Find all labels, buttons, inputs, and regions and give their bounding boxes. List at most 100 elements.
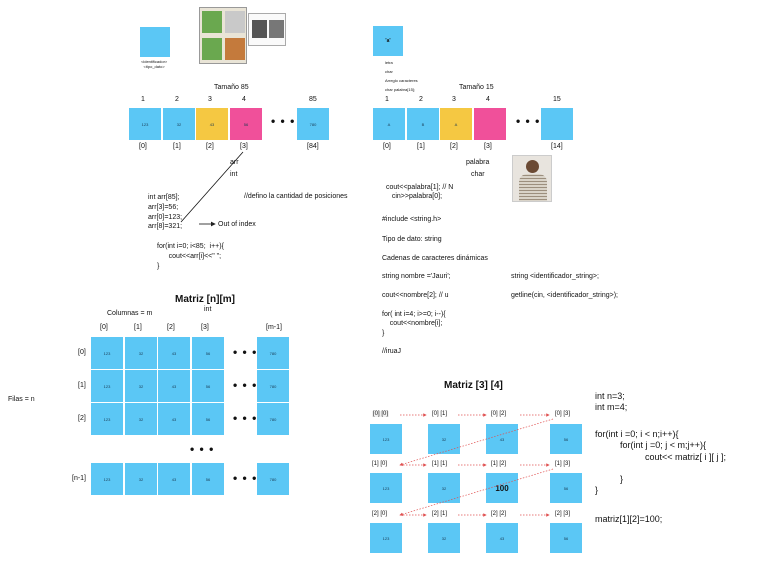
getline-line: getline(cin, <identificador_string>); [511,292,619,299]
matrix-col-header: [m-1] [266,324,282,331]
array-ellipsis: • • • [271,114,296,128]
matrix-cell: 32 [125,403,157,435]
matrix34-cell: 32 [428,424,460,454]
matrix-col-ellipsis: • • • [233,411,258,425]
matrix-cell: 123 [91,463,123,495]
char-position-label: 2 [419,96,423,103]
matrix-nm-row-ellipsis: • • • [190,442,215,456]
matrix-34-title: Matriz [3] [4] [444,380,503,391]
char-legend-box: 'a' [373,26,403,56]
matrix-col-header: [3] [201,324,209,331]
matrix34-index-label: [0] [3] [555,411,571,417]
cout-nombre-line: cout<<nombre[2]; // u [382,292,449,299]
matrix34-index-label: [1] [1] [432,461,448,467]
matrix-cell: 56 [192,403,224,435]
matrix-cell: 43 [158,370,190,402]
char-index-label: [1] [417,143,425,150]
array-cell: 56 [230,108,262,140]
char-cell: A [373,108,405,140]
matrix-cell: 32 [125,370,157,402]
palabra-code: cout<<palabra[1]; // N cin>>palabra[0]; [386,184,454,201]
matrix34-index-label: [0] [0] [372,411,390,417]
char-position-label: 15 [553,96,561,103]
matrix-cell: 43 [158,337,190,369]
array-cell: 32 [163,108,195,140]
matrix-nm-title: Matriz [n][m] [175,294,235,305]
matrix34-cell: 123 [370,473,402,503]
out-of-index-label: Out of index [218,221,256,228]
matrix34-cell: 32 [428,523,460,553]
arr-label: arr [230,159,239,166]
matrix34-cell: 100 [486,473,518,503]
matrix34-index-label: [2] [2] [491,511,507,517]
char-index-label: [0] [383,143,391,150]
matrix-cell: 56 [192,370,224,402]
matrix34-cell: 56 [550,424,582,454]
char-cell [541,108,573,140]
matrix34-index-label: [0] [1] [432,411,448,417]
char-index-label: [3] [484,143,492,150]
matrix34-index-label: [1] [3] [555,461,571,467]
matrix34-index-label: [2] [3] [555,511,571,517]
matrix-cell: 43 [158,463,190,495]
matrix-col-header: [2] [167,324,175,331]
matrix34-cell: 43 [486,424,518,454]
matrix-cell: 32 [125,463,157,495]
cadenas-line: Cadenas de caracteres dinámicas [382,255,488,262]
matrix-cell: 780 [257,337,289,369]
matrix-cell: 56 [192,337,224,369]
char-array-size-title: Tamaño 15 [459,84,494,91]
matrix34-index-label: [2] [1] [432,511,448,517]
nombre-line: string nombre ='Jauri'; [382,273,451,280]
matrix-loop-code: for(int i =0; i < n;i++){ for(int j =0; … [595,429,727,496]
filas-label: Filas = n [8,396,35,403]
char-note: Arreglo caracteres [385,78,418,83]
matrix-col-ellipsis: • • • [233,378,258,392]
array-cell: 123 [129,108,161,140]
array-index-label: [1] [173,143,181,150]
char-cell [474,108,506,140]
matrix34-cell: 43 [486,523,518,553]
char-cell: A [440,108,472,140]
matrix34-cell: 32 [428,473,460,503]
array-index-label: [3] [240,143,248,150]
char-position-label: 1 [385,96,389,103]
array-cell: 780 [297,108,329,140]
reverse-comment: //iruaJ [382,348,402,355]
array-position-label: 2 [175,96,179,103]
matrix34-cell: 56 [550,473,582,503]
matrix-col-header: [0] [100,324,108,331]
matrix34-index-label: [1] [2] [491,461,507,467]
array-position-label: 4 [242,96,246,103]
person-photo [512,155,552,202]
traversal-arrow [399,468,554,516]
array-loop-code: for(int i=0; i<85; i++){ cout<<arr[i]<<"… [157,243,224,270]
matrix-cell: 780 [257,370,289,402]
matrix-cell: 32 [125,337,157,369]
array-size-title: Tamaño 85 [214,84,249,91]
matrix-row-header: [1] [78,382,86,389]
tipo-dato-line: Tipo de dato: string [382,236,442,243]
string-decl-line: string <identificador_string>; [511,273,599,280]
matrix-cell: 123 [91,403,123,435]
char-note: char palabra[15]; [385,87,416,92]
matrix-row-header: [n-1] [72,475,87,482]
matrix34-cell: 123 [370,424,402,454]
meme-image [248,13,286,46]
matrix-col-header: [1] [134,324,142,331]
matrix34-index-label: [0] [2] [491,411,507,417]
char-cell: B [407,108,439,140]
char-note: char [385,69,393,74]
matrix-assign-code: matriz[1][2]=100; [595,514,663,524]
array-position-label: 1 [141,96,145,103]
matrix34-cell: 56 [550,523,582,553]
matrix34-index-label: [1] [0] [372,461,388,467]
reverse-loop-code: for( int i=4; i>=0; i--){ cout<<nombre[i… [382,311,446,337]
matrix-cell: 780 [257,403,289,435]
char-position-label: 4 [486,96,490,103]
array-index-label: [0] [139,143,147,150]
char-index-label: [2] [450,143,458,150]
matrix34-cell: 123 [370,523,402,553]
matrix-cell: 43 [158,403,190,435]
matrix-cell: 123 [91,337,123,369]
